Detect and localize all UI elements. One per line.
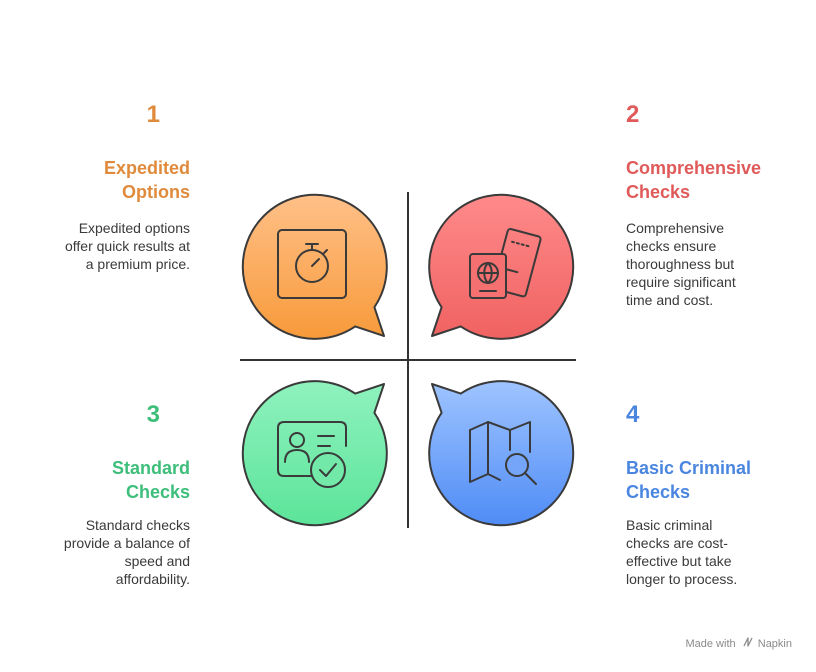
made-with-napkin[interactable]: Made with Napkin xyxy=(685,637,792,650)
desc-line: offer quick results at xyxy=(64,238,190,254)
title-line-1: Comprehensive xyxy=(626,158,762,178)
desc-line: thoroughness but xyxy=(626,256,735,272)
map-search-icon xyxy=(469,421,537,485)
title-line-1: Standard xyxy=(111,458,190,478)
napkin-brand-label: Napkin xyxy=(757,638,792,650)
desc-line: checks ensure xyxy=(626,238,717,254)
bubble-basic-criminal-checks xyxy=(428,380,575,527)
title-expedited-options: Expedited Options xyxy=(40,156,190,204)
desc-line: affordability. xyxy=(115,571,190,587)
number-4: 4 xyxy=(626,401,640,428)
stopwatch-icon xyxy=(277,229,347,299)
desc-line: a premium price. xyxy=(85,256,190,272)
desc-line: time and cost. xyxy=(626,292,714,308)
desc-comprehensive-checks: Comprehensive checks ensure thoroughness… xyxy=(626,219,796,309)
made-with-label: Made with xyxy=(685,638,736,650)
title-standard-checks: Standard Checks xyxy=(40,456,190,504)
desc-line: checks are cost- xyxy=(626,535,728,551)
desc-line: provide a balance of xyxy=(63,535,190,551)
title-line-1: Expedited xyxy=(103,158,190,178)
number-3: 3 xyxy=(146,401,160,428)
desc-line: require significant xyxy=(626,274,736,290)
desc-expedited-options: Expedited options offer quick results at… xyxy=(20,219,190,273)
desc-line: Basic criminal xyxy=(626,517,713,533)
bubble-standard-checks xyxy=(241,380,388,527)
bubble-comprehensive-checks xyxy=(428,193,575,340)
title-basic-criminal-checks: Basic Criminal Checks xyxy=(626,456,796,504)
id-card-check-icon xyxy=(277,421,347,488)
number-1: 1 xyxy=(146,101,160,128)
desc-line: speed and xyxy=(124,553,190,569)
bubble-expedited-options xyxy=(241,193,388,340)
napkin-logo-icon xyxy=(743,637,753,650)
desc-line: effective but take xyxy=(626,553,732,569)
desc-line: Standard checks xyxy=(85,517,190,533)
title-line-1: Basic Criminal xyxy=(626,458,752,478)
number-2: 2 xyxy=(626,101,640,128)
title-comprehensive-checks: Comprehensive Checks xyxy=(626,156,796,204)
title-line-2: Checks xyxy=(626,182,691,202)
desc-basic-criminal-checks: Basic criminal checks are cost- effectiv… xyxy=(626,516,796,588)
title-line-2: Options xyxy=(122,182,190,202)
desc-line: Expedited options xyxy=(78,220,190,236)
passport-ticket-icon xyxy=(469,228,542,299)
desc-standard-checks: Standard checks provide a balance of spe… xyxy=(20,516,190,588)
desc-line: longer to process. xyxy=(626,571,738,587)
desc-line: Comprehensive xyxy=(626,220,725,236)
title-line-2: Checks xyxy=(125,482,190,502)
title-line-2: Checks xyxy=(626,482,691,502)
